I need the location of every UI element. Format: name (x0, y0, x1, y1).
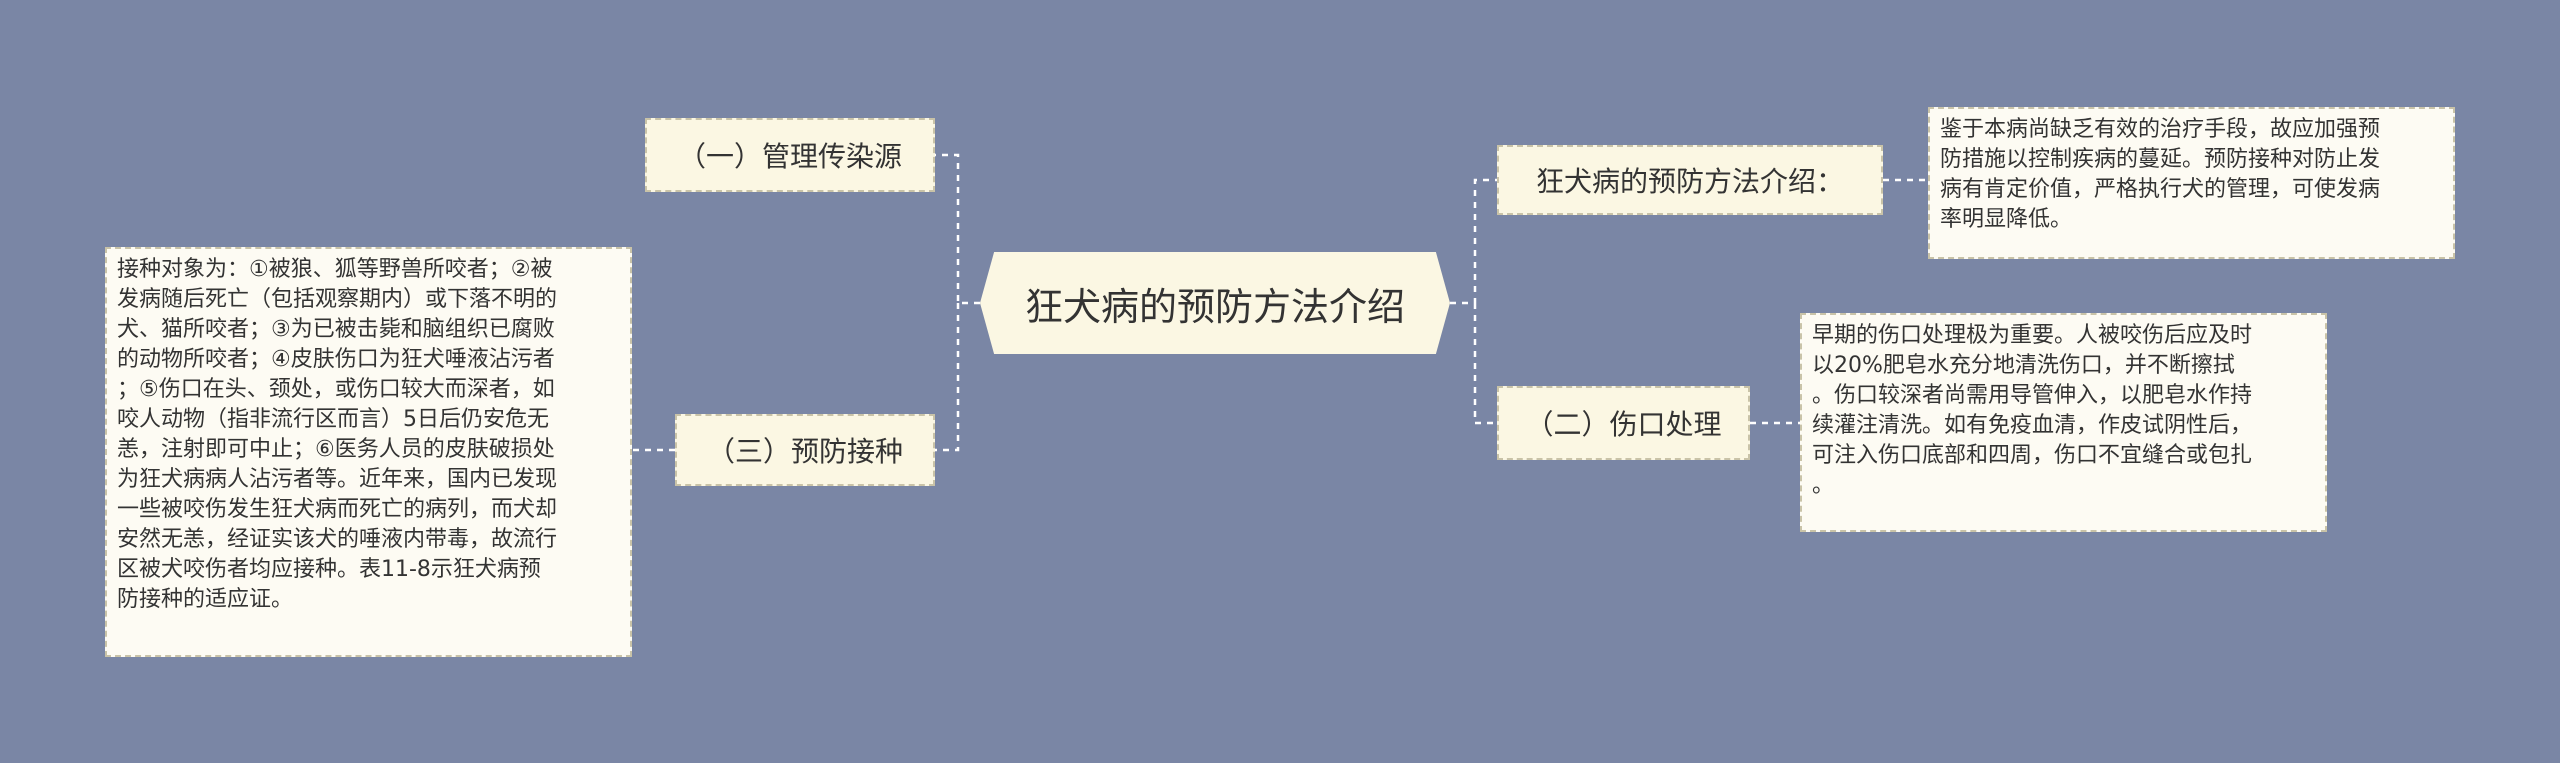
branch-wound[interactable]: （二）伤口处理 (1497, 386, 1750, 460)
note-wound[interactable]: 早期的伤口处理极为重要。人被咬伤后应及时 以20%肥皂水充分地清洗伤口，并不断擦… (1800, 313, 2327, 532)
central-topic-title: 狂犬病的预防方法介绍 (1024, 284, 1405, 329)
branch-intro[interactable]: 狂犬病的预防方法介绍： (1497, 145, 1883, 215)
connector-central-left (935, 153, 980, 452)
branch-management-label: （一）管理传染源 (677, 140, 902, 173)
central-topic[interactable]: 狂犬病的预防方法介绍 (980, 252, 1450, 354)
connector-central-right (1450, 178, 1497, 425)
branch-vaccination-label: （三）预防接种 (706, 435, 903, 468)
note-intro[interactable]: 鉴于本病尚缺乏有效的治疗手段，故应加强预 防措施以控制疾病的蔓延。预防接种对防止… (1928, 107, 2455, 259)
branch-wound-label: （二）伤口处理 (1525, 408, 1722, 441)
note-vaccination[interactable]: 接种对象为：①被狼、狐等野兽所咬者；②被 发病随后死亡（包括观察期内）或下落不明… (105, 247, 632, 657)
branch-vaccination[interactable]: （三）预防接种 (675, 414, 935, 486)
branch-management[interactable]: （一）管理传染源 (645, 118, 935, 192)
branch-intro-label: 狂犬病的预防方法介绍： (1535, 165, 1844, 198)
